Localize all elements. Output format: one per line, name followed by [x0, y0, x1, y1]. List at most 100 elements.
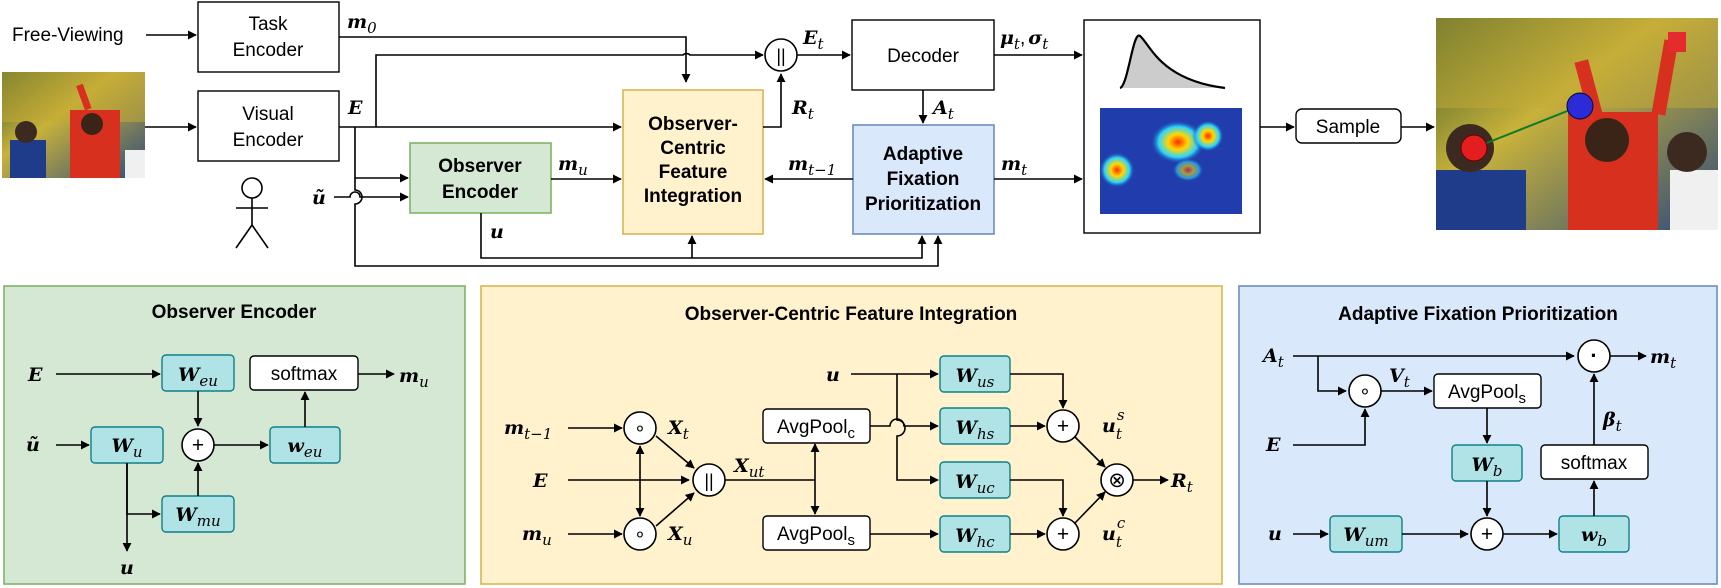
task-encoder-label-2: Encoder	[233, 40, 304, 61]
svg-text:Wb: Wb	[1472, 454, 1503, 480]
E-label: E	[347, 97, 363, 119]
svg-text:+: +	[1057, 523, 1069, 546]
ocfi-label-4: Integration	[644, 186, 742, 207]
observer-person-icon	[235, 177, 269, 249]
u-label-top: u	[490, 221, 504, 243]
free-viewing-label: Free-Viewing	[12, 25, 124, 46]
svg-text:∘: ∘	[1359, 382, 1371, 403]
observer-encoder-label-1: Observer	[438, 156, 522, 177]
svg-text:Weu: Weu	[178, 364, 218, 390]
ocfi-E-label: E	[532, 470, 548, 492]
oe-u-label: u	[120, 557, 134, 579]
observer-encoder-label-2: Encoder	[442, 182, 519, 203]
Et-label: Et	[802, 27, 824, 53]
afp-label-1: Adaptive	[883, 144, 963, 165]
visual-encoder-box	[197, 90, 340, 162]
svg-text:Wuc: Wuc	[955, 471, 995, 497]
oe-utilde-label: ũ	[26, 434, 40, 456]
At-label: At	[931, 97, 955, 123]
afp-box	[852, 124, 995, 235]
Rt-label: Rt	[791, 97, 815, 123]
task-encoder-label-1: Task	[248, 14, 288, 35]
afp-E-label: E	[1265, 434, 1281, 456]
mu-label: mu	[558, 153, 588, 179]
svg-text:Wum: Wum	[1343, 524, 1388, 550]
mt-label: mt	[1001, 153, 1028, 179]
oe-softmax-box	[249, 355, 359, 391]
svg-text:AvgPools: AvgPools	[1448, 382, 1526, 407]
visual-encoder-label-1: Visual	[242, 104, 293, 125]
ocfi-label-3: Feature	[659, 162, 728, 183]
svg-text:+: +	[192, 434, 204, 457]
svg-text:AvgPoolc: AvgPoolc	[777, 417, 855, 442]
afp-Vt-label: Vt	[1389, 365, 1411, 391]
svg-text:Wmu: Wmu	[175, 504, 220, 530]
m0-label: m0	[347, 11, 377, 37]
afp-At-label: At	[1261, 345, 1285, 371]
afp-label-2: Fixation	[887, 169, 960, 190]
concat-symbol-top: ||	[776, 46, 785, 66]
sample-box	[1295, 108, 1402, 144]
ocfi-circ-operator-1	[623, 411, 657, 445]
decoder-box	[851, 19, 995, 91]
svg-text:∘: ∘	[634, 525, 646, 546]
afp-beta-label: βt	[1602, 409, 1623, 435]
fixation-marker-1	[1460, 134, 1488, 162]
ocfi-box	[622, 89, 764, 235]
observer-encoder-panel: Observer Encoder E Weu softmax mu ũ Wu +…	[3, 285, 466, 585]
top-pipeline: Free-Viewing Task Encoder Visual Encoder	[2, 1, 1718, 267]
afp-panel-title: Adaptive Fixation Prioritization	[1338, 304, 1618, 325]
svg-text:weu: weu	[288, 435, 323, 461]
ocfi-uts-label: uts	[1102, 406, 1125, 443]
ocfi-Rt-label: Rt	[1170, 470, 1194, 496]
output-scanpath-image	[1436, 18, 1718, 230]
afp-label-3: Prioritization	[865, 194, 981, 215]
svg-text:·: ·	[1590, 343, 1597, 368]
afp-u-label: u	[1268, 523, 1282, 545]
u-tilde-label: ũ	[312, 187, 326, 209]
svg-text:Whc: Whc	[955, 525, 995, 551]
svg-text:+: +	[1057, 415, 1069, 438]
ocfi-plus-operator-2	[1046, 517, 1080, 551]
oe-mu-label: mu	[399, 365, 429, 391]
ocfi-Xt-label: Xt	[667, 417, 690, 443]
oe-E-label: E	[27, 364, 43, 386]
afp-mt-label: mt	[1650, 346, 1677, 372]
ocfi-panel-title: Observer-Centric Feature Integration	[685, 304, 1018, 325]
svg-text:Whs: Whs	[956, 417, 995, 443]
svg-text:⊗: ⊗	[1108, 469, 1126, 492]
decoder-label: Decoder	[887, 46, 959, 67]
observer-encoder-box	[409, 142, 552, 214]
ocfi-circ-operator-2	[623, 517, 657, 551]
task-encoder-box	[197, 1, 340, 73]
mu-sigma-label: μt,σt	[1000, 27, 1049, 53]
duration-distribution-icon	[1119, 34, 1226, 90]
ocfi-label-1: Observer-	[648, 114, 738, 135]
ocfi-mu-label: mu	[522, 523, 552, 549]
sample-label: Sample	[1316, 117, 1380, 138]
ocfi-mt1-label: mt−1	[504, 417, 552, 443]
fixation-marker-2	[1566, 92, 1594, 120]
svg-text:||: ||	[704, 471, 713, 491]
ocfi-utc-label: utc	[1102, 514, 1126, 551]
svg-text:Wus: Wus	[956, 365, 995, 391]
svg-text:wb: wb	[1581, 524, 1607, 550]
svg-text:softmax: softmax	[1561, 453, 1628, 474]
fixation-heatmap	[1099, 108, 1242, 214]
ocfi-avgpool-s-box	[762, 515, 871, 551]
svg-text:∘: ∘	[634, 419, 646, 440]
ocfi-plus-operator-1	[1046, 409, 1080, 443]
ocfi-Xut-label: Xut	[733, 455, 765, 481]
ocfi-u-label: u	[826, 364, 840, 386]
mt1-label: mt−1	[788, 153, 836, 179]
visual-encoder-label-2: Encoder	[233, 130, 304, 151]
ocfi-Xu-label: Xu	[667, 523, 692, 549]
svg-text:+: +	[1481, 523, 1493, 546]
input-image	[2, 72, 145, 178]
ocfi-panel: Observer-Centric Feature Integration mt−…	[480, 285, 1223, 585]
svg-text:softmax: softmax	[271, 364, 338, 385]
afp-panel: Adaptive Fixation Prioritization At E ∘ …	[1238, 285, 1718, 585]
svg-text:Wu: Wu	[111, 435, 142, 461]
observer-encoder-panel-title: Observer Encoder	[152, 302, 317, 323]
